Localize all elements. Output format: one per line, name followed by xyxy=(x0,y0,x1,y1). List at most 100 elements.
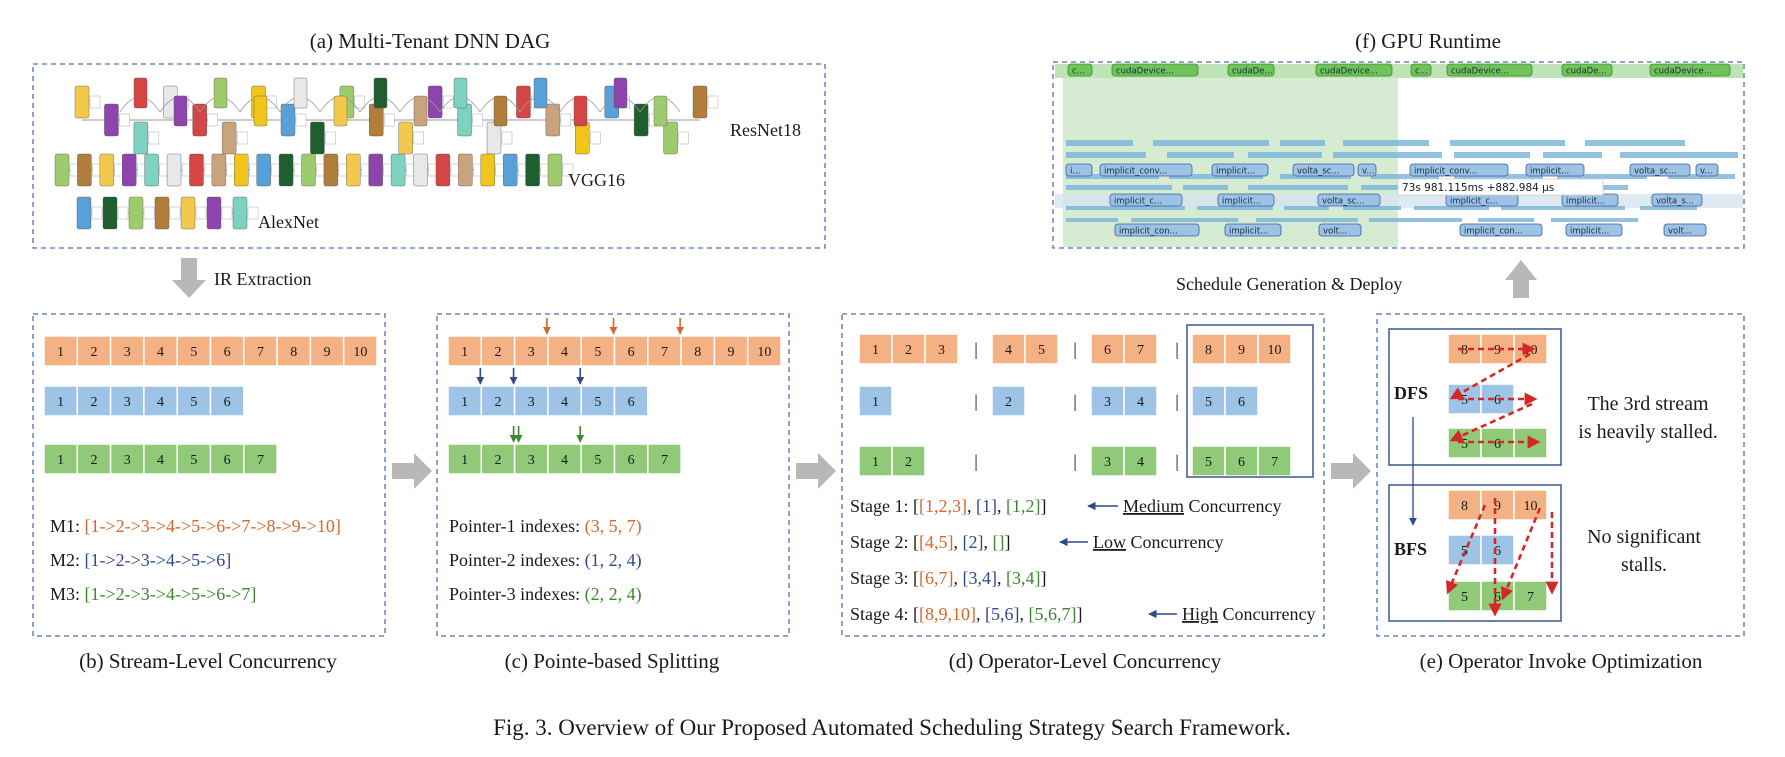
dag-branch-node xyxy=(493,95,508,127)
trace-kernel-block[interactable]: volta_sc... xyxy=(1317,193,1381,207)
trace-timestamp: 73s 981.115ms +882.984 μs xyxy=(1402,182,1554,194)
trace-kernel-block[interactable]: cudaDevice... xyxy=(1315,63,1393,77)
model-1-stage-cell: 9 xyxy=(1224,333,1259,365)
svg-text:3: 3 xyxy=(124,453,131,468)
dag-layer-node xyxy=(189,153,204,187)
trace-activity-bar xyxy=(1066,174,1159,179)
svg-text:5: 5 xyxy=(190,453,197,468)
model-3-stage-cell: 7 xyxy=(1257,445,1292,477)
dag-layer-node xyxy=(692,85,708,119)
trace-kernel-block[interactable]: implicit_c... xyxy=(1445,193,1519,207)
dag-layer-node xyxy=(633,103,649,137)
pointer-1-indexes: Pointer-1 indexes: (3, 5, 7) xyxy=(449,516,642,537)
trace-kernel-block[interactable]: implicit_con... xyxy=(1114,223,1200,237)
stage-1-note: Medium Concurrency xyxy=(1123,496,1281,516)
arrow-d-to-e xyxy=(1331,453,1371,489)
svg-text:implicit_conv...: implicit_conv... xyxy=(1104,167,1167,177)
dag-layer-label xyxy=(143,206,155,220)
svg-text:volta_sc...: volta_sc... xyxy=(1634,167,1677,177)
stage-separator: | xyxy=(974,391,978,411)
trace-kernel-block[interactable]: cudaDe... xyxy=(1561,63,1613,77)
dag-layer-node xyxy=(104,103,119,137)
svg-text:5: 5 xyxy=(1461,437,1468,452)
svg-text:cudaDe...: cudaDe... xyxy=(1232,67,1273,77)
dag-layer-node xyxy=(221,121,237,155)
trace-kernel-block[interactable]: cudaDevice... xyxy=(1649,63,1731,77)
dag-layer-label xyxy=(91,206,103,220)
stage-2-note: Low Concurrency xyxy=(1093,532,1223,552)
trace-kernel-block[interactable]: volt... xyxy=(1318,223,1362,237)
trace-kernel-block[interactable]: volta_sc... xyxy=(1292,163,1355,177)
trace-kernel-block[interactable]: cudaDevice... xyxy=(1446,63,1533,77)
svg-text:1: 1 xyxy=(57,453,64,468)
svg-text:5: 5 xyxy=(190,395,197,410)
dag-layer-label xyxy=(89,95,101,109)
stage-4-note: High Concurrency xyxy=(1182,604,1315,624)
model-3-op-cell: 1 xyxy=(43,443,79,475)
trace-kernel-block[interactable]: c... xyxy=(1410,63,1432,77)
pointer-3-indexes: Pointer-3 indexes: (2, 2, 4) xyxy=(449,584,642,605)
dag-branch-node xyxy=(453,77,468,109)
trace-kernel-block[interactable]: implicit_conv... xyxy=(1409,163,1509,177)
svg-text:3: 3 xyxy=(124,395,131,410)
trace-kernel-block[interactable]: cudaDe... xyxy=(1227,63,1275,77)
trace-activity-bar xyxy=(1620,152,1738,158)
trace-kernel-block[interactable]: implicit_conv... xyxy=(1099,163,1193,177)
trace-kernel-block[interactable]: implicit... xyxy=(1224,223,1282,237)
dag-layer-node xyxy=(525,153,540,187)
trace-kernel-block[interactable]: implicit... xyxy=(1217,193,1275,207)
stage-2-line: Stage 2: [[4,5], [2], []] xyxy=(850,532,1011,552)
trace-kernel-block[interactable]: v... xyxy=(1357,163,1377,177)
dag-layer-node xyxy=(54,153,70,187)
dag-layer-label xyxy=(707,95,719,109)
dag-layer-label xyxy=(148,131,160,145)
model-3-op-cell: 4 xyxy=(143,443,178,475)
trace-kernel-block[interactable]: implicit_c... xyxy=(1109,193,1183,207)
dag-layer-node xyxy=(280,103,296,137)
dag-layer-label xyxy=(384,113,395,127)
trace-kernel-block[interactable]: volt... xyxy=(1663,223,1707,237)
trace-activity-bar xyxy=(1371,174,1439,179)
dnn-dag-graph xyxy=(54,77,719,230)
dag-layer-node xyxy=(346,153,361,187)
model-3-op-cell: 2 xyxy=(76,443,112,475)
dag-layer-node xyxy=(369,103,384,137)
trace-activity-bar xyxy=(1280,174,1351,179)
svg-text:10: 10 xyxy=(1268,343,1282,358)
svg-text:6: 6 xyxy=(628,345,635,360)
trace-kernel-block[interactable]: implicit... xyxy=(1525,163,1585,177)
trace-kernel-block[interactable]: i... xyxy=(1065,163,1093,177)
svg-text:8: 8 xyxy=(694,345,701,360)
model-1-split-cell: 6 xyxy=(613,335,649,367)
svg-text:10: 10 xyxy=(1524,499,1538,514)
trace-kernel-block[interactable]: implicit_con... xyxy=(1459,223,1543,237)
trace-kernel-block[interactable]: volta_sc... xyxy=(1629,163,1691,177)
dag-branch-node xyxy=(253,95,268,127)
bfs-note-line-2: stalls. xyxy=(1621,554,1667,576)
bfs-traversal-path xyxy=(1446,498,1559,617)
svg-text:volt...: volt... xyxy=(1668,227,1692,237)
dag-layer-label xyxy=(472,113,483,127)
trace-kernel-block[interactable]: implicit... xyxy=(1565,223,1623,237)
trace-kernel-block[interactable]: implicit... xyxy=(1211,163,1269,177)
svg-text:implicit_con...: implicit_con... xyxy=(1119,227,1178,237)
model-3-op-cell: 7 xyxy=(243,443,278,475)
stage-separator: | xyxy=(974,451,978,471)
dag-branch-node xyxy=(413,95,428,127)
trace-kernel-block[interactable]: implicit... xyxy=(1561,193,1619,207)
dag-branch-node xyxy=(213,77,228,109)
dag-layer-label xyxy=(117,206,129,220)
trace-activity-bar xyxy=(1066,206,1185,210)
svg-text:10: 10 xyxy=(353,345,367,360)
trace-kernel-block[interactable]: volta_s... xyxy=(1651,193,1703,207)
model-2-split-cell: 6 xyxy=(613,385,649,417)
dfs-note-line-1: The 3rd stream xyxy=(1587,393,1709,415)
trace-kernel-block[interactable]: v... xyxy=(1695,163,1719,177)
trace-kernel-block[interactable]: cudaDevice... xyxy=(1111,63,1199,77)
svg-text:4: 4 xyxy=(561,345,568,360)
trace-kernel-block[interactable]: c... xyxy=(1067,63,1093,77)
model-1-split-cell: 10 xyxy=(746,335,782,367)
svg-text:6: 6 xyxy=(1494,437,1501,452)
model-1-op-cell: 6 xyxy=(209,335,245,367)
